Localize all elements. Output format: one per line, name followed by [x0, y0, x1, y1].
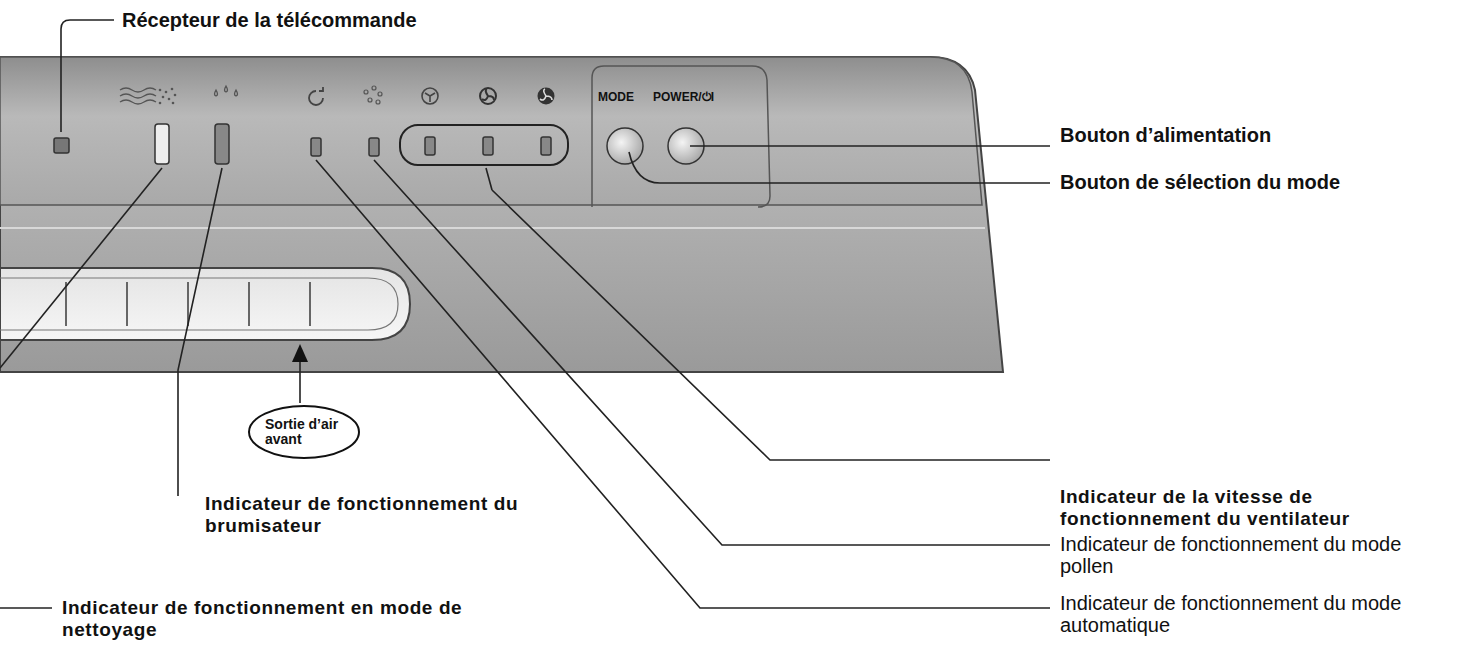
- leader-line: [0, 168, 162, 368]
- leader-line: [0, 607, 52, 609]
- louver: [248, 282, 250, 326]
- label-text: Indicateur de fonctionnement du brumisat…: [205, 493, 585, 537]
- ellipse-shape: [249, 406, 359, 458]
- leader-lines: [0, 20, 1050, 608]
- leader-line: [316, 160, 1050, 608]
- fan-led: [483, 137, 493, 155]
- node-body: Sortie d’air avant: [265, 417, 343, 447]
- leader-line: [690, 145, 1050, 147]
- air-outlet-inner: [0, 278, 398, 330]
- louver: [126, 282, 128, 326]
- pollen-icon: [364, 86, 382, 104]
- mist-icon: [215, 86, 238, 96]
- fan-speed-frame: [400, 125, 568, 165]
- fan-low-icon: [422, 88, 438, 104]
- fan-mid-icon: [480, 88, 496, 104]
- louvers: [66, 282, 310, 326]
- auto-icon: [309, 87, 323, 105]
- leader-line: [492, 190, 1050, 460]
- air-outlet: [0, 268, 410, 340]
- housing: [0, 57, 1003, 372]
- fan-led: [541, 137, 551, 155]
- label-text: Récepteur de la télécommande: [122, 9, 542, 31]
- cleaning-icon: [120, 88, 156, 104]
- label-text: Indicateur de fonctionnement du mode pol…: [1060, 533, 1405, 577]
- leader-line: [629, 152, 1050, 183]
- auto-led: [311, 138, 321, 156]
- label-text: Bouton d’alimentation: [1060, 124, 1460, 146]
- label-text: MODE: [598, 90, 660, 104]
- leader-line: [61, 20, 114, 132]
- recess-frame: [592, 66, 770, 207]
- mode-button: [607, 128, 643, 164]
- mist-led: [215, 124, 229, 164]
- label-text: Indicateur de fonctionnement en mode de …: [62, 597, 562, 641]
- label-text: Bouton de sélection du mode: [1060, 171, 1460, 193]
- pollen-led: [369, 138, 379, 156]
- leader-line: [486, 168, 492, 190]
- label-text: POWER/⏻I: [653, 90, 765, 104]
- fan-high-icon: [538, 88, 555, 105]
- callout-ellipse: Sortie d’air avant: [247, 404, 361, 460]
- arrow-head: [292, 344, 308, 362]
- leader-line: [374, 160, 1050, 545]
- edge-highlight: [0, 227, 985, 229]
- louver: [309, 282, 311, 326]
- dust-icon: [159, 88, 177, 105]
- node-text: Sortie d’air avant: [265, 417, 343, 447]
- cleaning-led: [155, 124, 169, 164]
- label-text: Indicateur de la vitesse de fonctionneme…: [1060, 486, 1462, 530]
- leader-line: [178, 168, 222, 496]
- remote-receiver: [54, 138, 69, 153]
- label-text: Indicateur de fonctionnement du mode aut…: [1060, 592, 1405, 636]
- fan-led: [425, 137, 435, 155]
- arrow-line: [299, 362, 301, 403]
